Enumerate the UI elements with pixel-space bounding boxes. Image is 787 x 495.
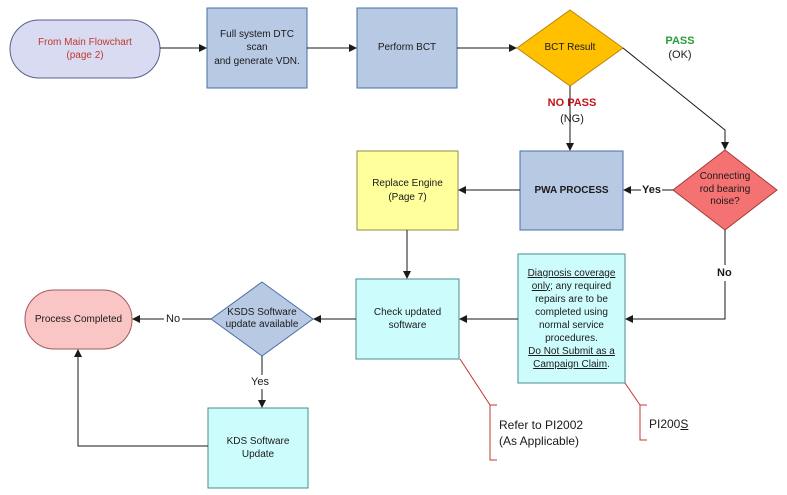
perform-bct-box <box>356 7 458 89</box>
edge-rod-no <box>625 230 726 323</box>
ksds-yes-label: Yes <box>250 375 270 390</box>
diagnosis-text: Diagnosis coverage only; any required re… <box>518 254 625 383</box>
pi200s-callout-line <box>624 382 641 406</box>
pi200s-bracket <box>639 404 647 441</box>
rod-yes-label: Yes <box>641 183 662 198</box>
edge-kds-to-complete <box>74 349 208 447</box>
start-terminal <box>9 19 161 79</box>
no-pass-ng-text: (NG) <box>560 113 584 126</box>
dtc-scan-label: Full system DTC scan and generate VDN. <box>214 28 300 67</box>
start-label: From Main Flowchart (page 2) <box>38 36 132 62</box>
pass-label: PASS (OK) <box>660 34 700 63</box>
no-pass-label: NO PASS (NG) <box>540 96 604 127</box>
dtc-scan-box <box>206 7 308 89</box>
replace-engine-label: Replace Engine (Page 7) <box>372 178 443 203</box>
pi2002-note: Refer to PI2002 (As Applicable) <box>499 418 584 449</box>
ksds-no-label: No <box>164 312 183 327</box>
pi2002-bracket <box>489 404 497 461</box>
rod-no-label: No <box>716 265 733 282</box>
pass-text: PASS <box>665 35 695 47</box>
diagnosis-line1: Diagnosis coverage <box>527 267 616 279</box>
no-pass-text: NO PASS <box>547 97 597 109</box>
diagnosis-body: repairs are to be completed using normal… <box>535 293 608 344</box>
diagnosis-do-not-submit: Do Not Submit as a <box>528 345 615 357</box>
process-completed-label: Process Completed <box>34 313 123 325</box>
kds-update-box <box>207 407 309 489</box>
diagnosis-campaign-line: Campaign Claim. <box>533 358 610 371</box>
bct-result-label: BCT Result <box>544 42 596 54</box>
diagnosis-line2: only; any required <box>532 280 612 293</box>
diagnosis-box <box>517 253 626 384</box>
diagnosis-any-required: ; any required <box>550 280 612 292</box>
pi200s-prefix: PI200 <box>649 417 681 431</box>
pi200s-note: PI200S <box>649 416 688 432</box>
diagnosis-period: . <box>607 358 610 370</box>
pwa-process-label: PWA PROCESS <box>534 184 609 196</box>
pass-ok-text: (OK) <box>668 49 692 62</box>
check-software-label: Check updated software <box>373 306 442 332</box>
kds-update-label: KDS Software Update <box>226 435 290 461</box>
diagnosis-only: only <box>531 280 551 292</box>
rod-bearing-label: Connecting rod bearing noise? <box>699 171 751 208</box>
edge-pass <box>622 47 729 150</box>
diagnosis-campaign-claim: Campaign Claim <box>533 358 608 370</box>
pi2002-callout-line <box>459 358 491 406</box>
ksds-label: KSDS Software update available <box>225 306 299 331</box>
pi200s-suffix: S <box>680 417 689 431</box>
perform-bct-label: Perform BCT <box>377 42 437 54</box>
